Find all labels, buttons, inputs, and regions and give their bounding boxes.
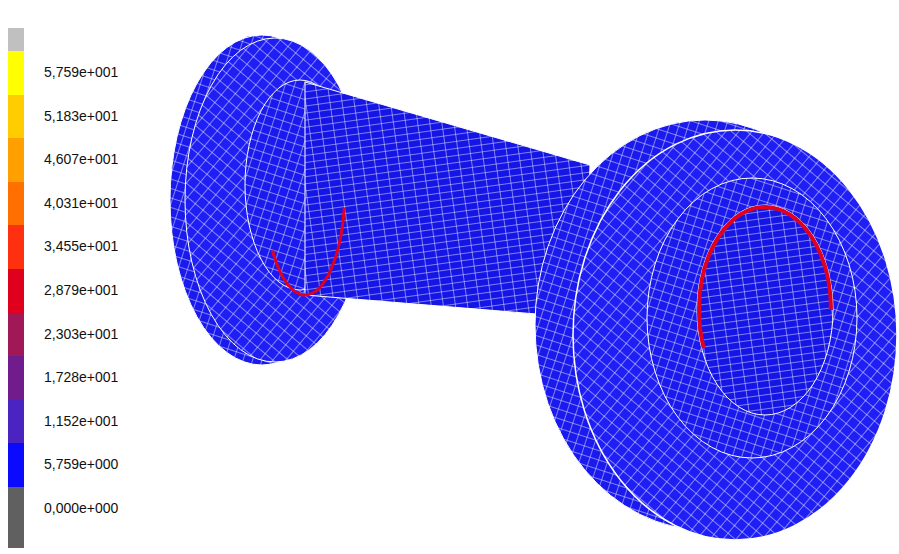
legend-swatch xyxy=(8,95,24,139)
legend-swatch xyxy=(8,443,24,487)
legend-value: 1,152e+001 xyxy=(42,413,120,429)
legend-swatch xyxy=(8,51,24,95)
legend-value: 0,000e+000 xyxy=(42,500,120,516)
color-legend: 5,759e+001 5,183e+001 4,607e+001 4,031e+001… xyxy=(0,0,200,554)
color-bar-top xyxy=(8,28,24,51)
legend-swatch xyxy=(8,356,24,400)
legend-swatch xyxy=(8,138,24,182)
right-bore xyxy=(697,205,833,415)
weld-ring-left xyxy=(265,81,345,295)
legend-swatch xyxy=(8,182,24,226)
legend-swatch xyxy=(8,400,24,444)
legend-value: 4,031e+001 xyxy=(42,195,120,211)
right-raised-face xyxy=(647,178,857,458)
legend-swatch xyxy=(8,313,24,357)
legend-value: 2,303e+001 xyxy=(42,326,120,342)
legend-value: 4,607e+001 xyxy=(42,151,120,167)
legend-value: 5,183e+001 xyxy=(42,108,120,124)
legend-value: 5,759e+001 xyxy=(42,64,120,80)
weld-ring-right xyxy=(699,207,831,413)
legend-swatch xyxy=(8,225,24,269)
legend-value: 3,455e+001 xyxy=(42,238,120,254)
legend-value: 2,879e+001 xyxy=(42,282,120,298)
legend-value: 1,728e+001 xyxy=(42,369,120,385)
right-flange-face xyxy=(573,130,897,540)
legend-value: 5,759e+000 xyxy=(42,456,120,472)
legend-swatch xyxy=(8,269,24,313)
legend-swatch xyxy=(8,487,24,548)
